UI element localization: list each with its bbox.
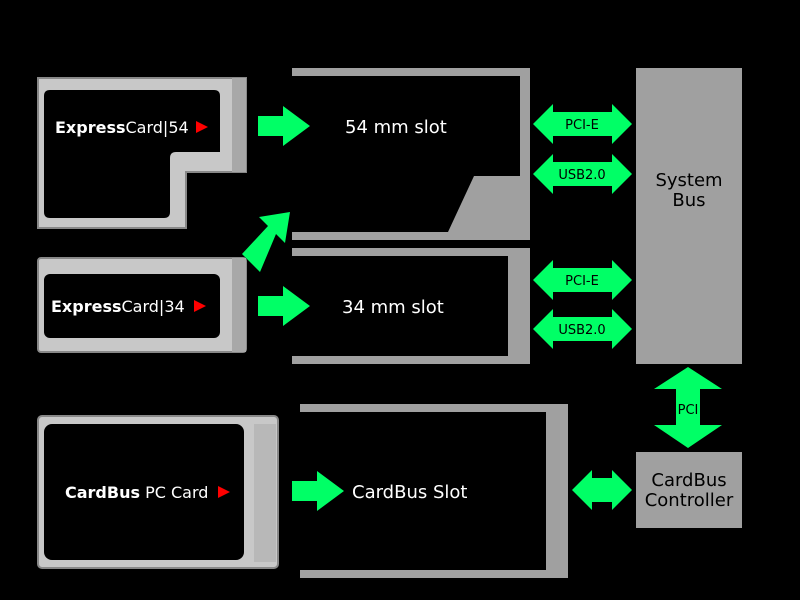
- usb-label-54: USB2.0: [558, 168, 605, 183]
- slot-cardbus-label: CardBus Slot: [352, 482, 467, 503]
- cardbus-controller-box: CardBus Controller: [636, 452, 742, 528]
- cardbus-controller-arrow: [572, 470, 632, 510]
- slot-cardbus: CardBus Slot: [300, 404, 568, 578]
- arrow-ec34-to-54slot: [242, 212, 290, 272]
- pcie-arrow-34: [533, 260, 632, 300]
- cardbus-card-label: CardBus PC Card: [65, 483, 208, 502]
- cardbus-pc-card: CardBus PC Card: [37, 415, 279, 569]
- usb-arrow-54: [533, 154, 632, 194]
- play-icon: [194, 300, 206, 312]
- pci-label: PCI: [678, 403, 699, 418]
- slot-34mm: 34 mm slot: [292, 248, 530, 364]
- system-bus-label-1: System: [655, 170, 722, 191]
- controller-label-2: Controller: [645, 490, 734, 511]
- pcie-label-34: PCI-E: [565, 274, 599, 289]
- slot-54mm-label: 54 mm slot: [345, 117, 447, 138]
- expresscard-34-card: ExpressCard|34: [37, 257, 247, 353]
- controller-label-1: CardBus: [651, 470, 726, 491]
- slot-34mm-label: 34 mm slot: [342, 297, 444, 318]
- usb-arrow-34: [533, 309, 632, 349]
- usb-label-34: USB2.0: [558, 323, 605, 338]
- arrow-ec34-to-slot: [258, 286, 310, 326]
- pcie-arrow-54: [533, 104, 632, 144]
- slot-54mm: 54 mm slot: [292, 68, 530, 240]
- pcie-label-54: PCI-E: [565, 118, 599, 133]
- expresscard-54-label: ExpressCard|54: [55, 118, 189, 137]
- expresscard-34-label: ExpressCard|34: [51, 297, 185, 316]
- pci-arrow: [654, 367, 722, 448]
- system-bus-box: System Bus: [636, 68, 742, 364]
- play-icon: [218, 486, 230, 498]
- expresscard-54-card: ExpressCard|54: [37, 77, 247, 229]
- system-bus-label-2: Bus: [672, 190, 705, 211]
- arrow-cardbus-to-slot: [292, 471, 344, 511]
- play-icon: [196, 121, 208, 133]
- arrow-ec54-to-slot: [258, 106, 310, 146]
